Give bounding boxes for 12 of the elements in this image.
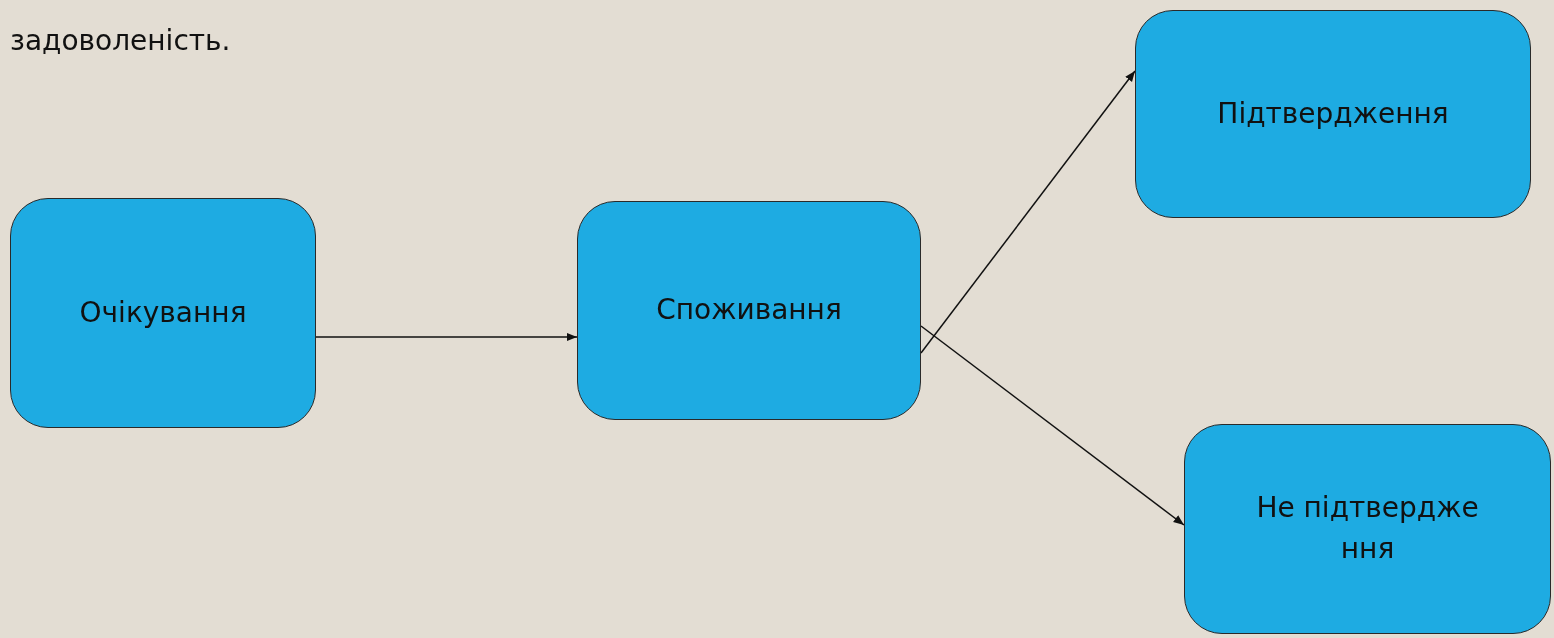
process-box [577,201,921,420]
arrow [920,70,1136,354]
node-text: Споживання [655,292,843,329]
node-text: Очікування [78,294,248,331]
node-text: Підтвердження [1216,95,1450,132]
text-line: задоволеність. [10,24,231,57]
process-box [1184,424,1551,634]
process-box [1135,10,1531,218]
arrow [315,332,578,342]
process-box [10,198,316,428]
node-text: Не підтвердження [1255,490,1480,567]
arrow [920,325,1185,526]
